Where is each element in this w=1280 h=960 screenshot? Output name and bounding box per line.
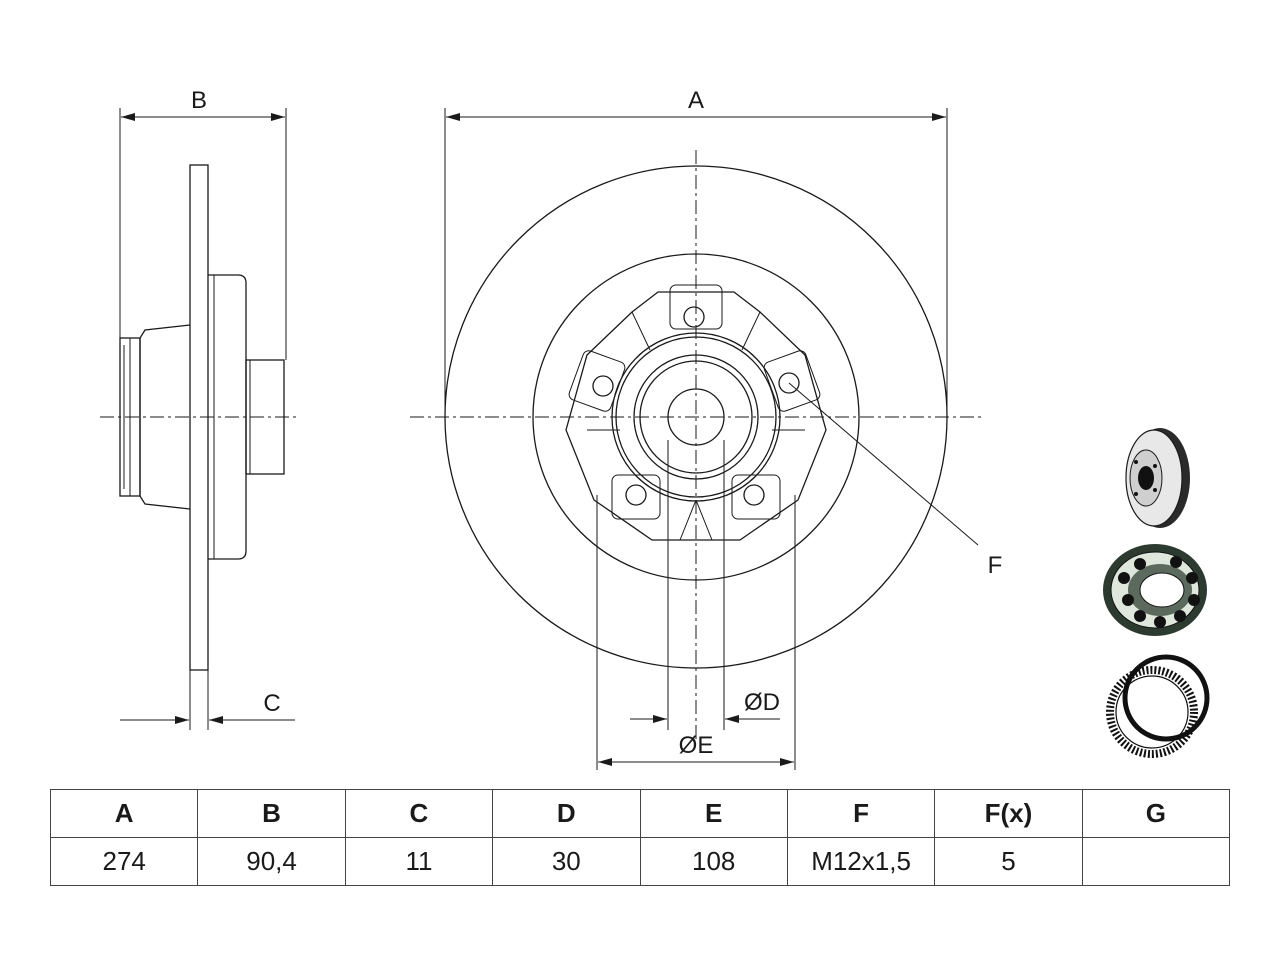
stud-hole (743, 484, 765, 506)
spec-header-g: G (1081, 789, 1231, 838)
brake-disc-thumbnail-icon (1125, 428, 1190, 528)
stud-hole (592, 375, 614, 397)
stud-hole (778, 372, 800, 394)
spec-value-e: 108 (639, 837, 788, 886)
dimension-d-label: ØD (744, 689, 780, 716)
spec-header-d: D (492, 789, 641, 838)
spec-value-row: 274 90,4 11 30 108 M12x1,5 5 (49, 837, 1231, 886)
center-bore (667, 388, 725, 446)
spec-value-d: 30 (492, 837, 641, 886)
wheel-bearing-icon (1103, 544, 1207, 636)
spec-header-b: B (197, 789, 346, 838)
bearing-outer-ring (615, 336, 777, 498)
side-view: B C (100, 87, 300, 730)
hub-spokes (587, 311, 805, 541)
dimension-b-label: B (191, 87, 207, 114)
spec-value-fx: 5 (934, 837, 1083, 886)
spec-value-b: 90,4 (197, 837, 346, 886)
bearing-race (633, 354, 759, 480)
spec-header-fx: F(x) (934, 789, 1083, 838)
disc-plate (189, 164, 209, 671)
friction-ring-inner-edge (532, 253, 860, 581)
abs-ring-and-seal-icon (1106, 654, 1210, 758)
stud-hole (625, 484, 647, 506)
bearing-inner-ring (639, 360, 753, 474)
spec-value-c: 11 (344, 837, 494, 886)
hub-spigot (245, 359, 285, 475)
spec-header-c: C (344, 789, 494, 838)
dimension-f-leader (788, 382, 979, 546)
spec-header-a: A (49, 789, 199, 838)
stud-hole-pads (568, 284, 821, 520)
dimension-a-label: A (688, 87, 704, 114)
spec-header-row: A B C D E F F(x) G (49, 789, 1231, 838)
dimension-e-label: ØE (679, 732, 714, 759)
dimension-f-label: F (988, 552, 1003, 579)
dimension-c-label: C (263, 690, 280, 717)
technical-drawing: B C (100, 87, 1210, 770)
spec-header-e: E (639, 789, 788, 838)
spec-header-f: F (786, 789, 936, 838)
spec-value-a: 274 (49, 837, 199, 886)
spec-value-g (1081, 837, 1231, 886)
specification-table: A B C D E F F(x) G 274 90,4 11 30 108 M1… (49, 789, 1231, 886)
stud-hole (683, 306, 705, 328)
spec-value-f: M12x1,5 (786, 837, 936, 886)
front-view: F A ØD ØE (410, 87, 1002, 770)
